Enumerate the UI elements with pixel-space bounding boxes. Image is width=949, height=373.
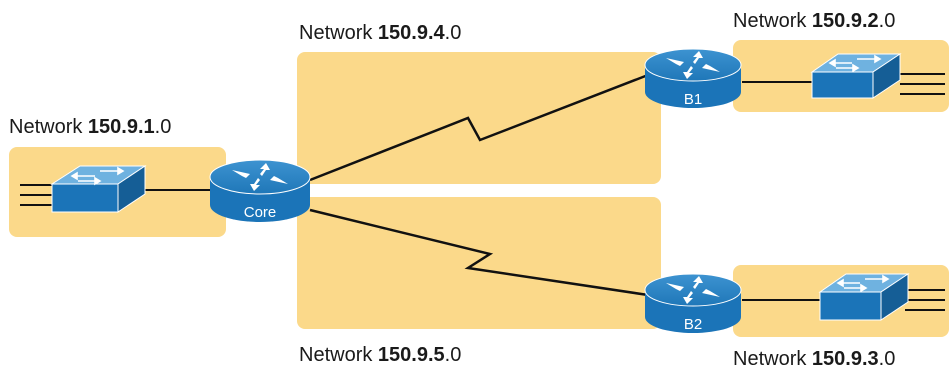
- network-label-prefix: Network: [733, 10, 812, 32]
- router-icon-b1: B1: [644, 48, 742, 108]
- network-label-suffix: .0: [154, 116, 172, 138]
- network-label-number: 150.9.4: [377, 22, 445, 44]
- network-label-suffix: .0: [878, 348, 896, 370]
- network-area-150-9-5: [297, 197, 661, 329]
- lan-lines: [20, 73, 945, 311]
- network-label-suffix: .0: [444, 344, 462, 366]
- network-label-prefix: Network: [9, 116, 88, 138]
- router-label-b1: B1: [684, 91, 702, 108]
- network-label-150-9-4: Network 150.9.4.0: [299, 23, 461, 43]
- router-icon-b2: B2: [644, 273, 742, 333]
- serial-link-core-b1: [309, 73, 649, 182]
- router-label-b2: B2: [684, 316, 702, 333]
- router-label-core: Core: [244, 204, 277, 221]
- network-label-150-9-5: Network 150.9.5.0: [299, 345, 461, 365]
- network-label-number: 150.9.1: [87, 116, 155, 138]
- switch-icon-network-2: [810, 53, 902, 99]
- network-label-150-9-3: Network 150.9.3.0: [733, 349, 895, 369]
- switch-icon-network-1: [50, 165, 147, 213]
- network-label-150-9-2: Network 150.9.2.0: [733, 11, 895, 31]
- network-label-prefix: Network: [299, 344, 378, 366]
- network-area-150-9-4: [297, 52, 661, 184]
- network-label-prefix: Network: [299, 22, 378, 44]
- serial-link-core-b2: [309, 208, 649, 297]
- network-label-number: 150.9.5: [377, 344, 445, 366]
- network-label-number: 150.9.3: [811, 348, 879, 370]
- router-icon-core: Core: [209, 159, 311, 222]
- network-label-prefix: Network: [733, 348, 812, 370]
- network-label-number: 150.9.2: [811, 10, 879, 32]
- network-label-suffix: .0: [878, 10, 896, 32]
- switch-icon-network-3: [818, 273, 910, 321]
- network-label-suffix: .0: [444, 22, 462, 44]
- network-label-150-9-1: Network 150.9.1.0: [9, 117, 171, 137]
